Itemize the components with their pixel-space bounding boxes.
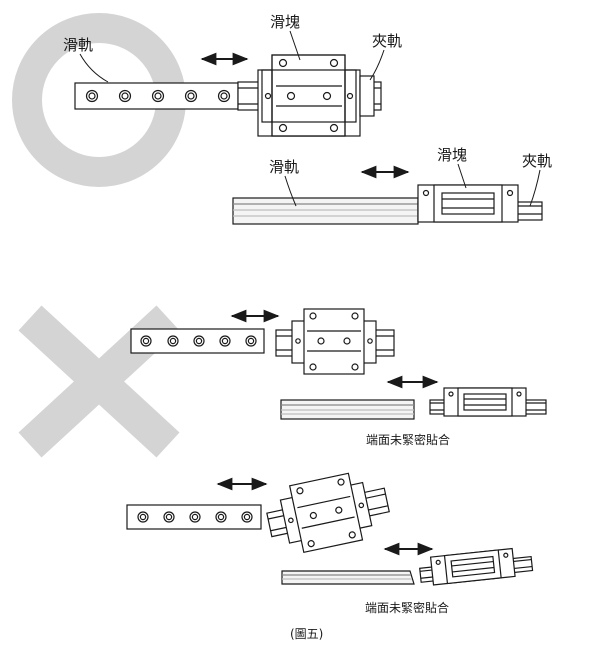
side-view-correct: [232, 184, 543, 225]
note-end-face-b: 端面未緊密貼合: [365, 600, 449, 615]
top-view-correct: [74, 54, 382, 137]
wrong-case-a-side: [280, 387, 547, 420]
wrong-case-b-side: [281, 547, 534, 586]
loose-rail-side: [232, 197, 419, 225]
label-clamp-2: 夾軌: [522, 152, 552, 170]
figure-caption: (圖五): [290, 627, 323, 641]
label-clamp-1: 夾軌: [372, 32, 402, 50]
loose-rail-top: [74, 82, 239, 110]
label-rail-1: 滑軌: [63, 36, 93, 54]
note-end-face-a: 端面未緊密貼合: [366, 432, 450, 447]
label-block-2: 滑塊: [437, 146, 467, 164]
wrong-case-b-top: [126, 472, 390, 554]
rail-holes: [85, 89, 231, 103]
wrong-case-a-top: [130, 308, 395, 375]
label-rail-2: 滑軌: [269, 158, 299, 176]
label-block-1: 滑塊: [270, 13, 300, 31]
